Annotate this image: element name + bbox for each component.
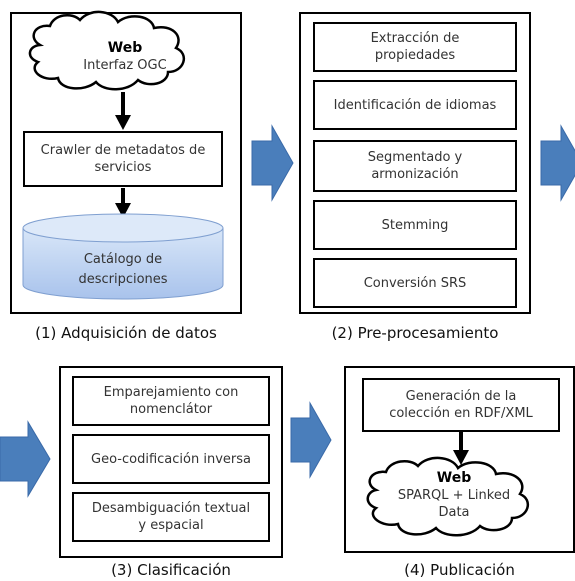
step-gazetteer-matching-line-2: nomenclátor xyxy=(129,402,213,417)
step-language-identification-label: Identificación de idiomas xyxy=(333,97,497,113)
web-cloud: Web Interfaz OGC xyxy=(60,40,190,74)
rdf-generation-line-1: Generación de la xyxy=(405,389,517,404)
rdf-generation-box: Generación de la colección en RDF/XML xyxy=(362,378,560,432)
step-language-identification: Identificación de idiomas xyxy=(313,80,517,130)
caption-publication: (4) Publicación xyxy=(404,561,515,579)
step-segmentation: Segmentado y armonización xyxy=(313,140,517,192)
sparql-cloud: Web SPARQL + Linked Data xyxy=(386,470,522,521)
catalog-cylinder-shape xyxy=(22,227,224,300)
rdf-generation-line-2: colección en RDF/XML xyxy=(389,406,533,421)
step-srs-conversion-label: Conversión SRS xyxy=(363,275,467,291)
step-disambiguation: Desambiguación textual y espacial xyxy=(72,492,270,542)
step-disambiguation-line-2: y espacial xyxy=(138,518,204,533)
step-stemming: Stemming xyxy=(313,200,517,250)
step-reverse-geocoding-label: Geo-codificación inversa xyxy=(91,451,251,467)
caption-preprocessing: (2) Pre-procesamiento xyxy=(331,324,499,342)
crawler-line-1: Crawler de metadatos de xyxy=(40,143,206,158)
catalog-line-1: Catálogo de xyxy=(83,252,163,267)
caption-data-acquisition: (1) Adquisición de datos xyxy=(35,324,217,342)
step-srs-conversion: Conversión SRS xyxy=(313,258,517,308)
step-property-extraction: Extracción de propiedades xyxy=(313,22,517,72)
crawler-line-2: servicios xyxy=(94,160,152,175)
crawler-box: Crawler de metadatos de servicios xyxy=(23,131,223,187)
caption-classification: (3) Clasificación xyxy=(111,561,231,579)
web-cloud-title: Web xyxy=(107,40,143,56)
sparql-cloud-line-2: Data xyxy=(438,505,470,520)
step-disambiguation-line-1: Desambiguación textual xyxy=(91,501,251,516)
sparql-cloud-title: Web xyxy=(436,470,472,486)
catalog-cylinder: Catálogo de descripciones xyxy=(23,250,223,290)
catalog-line-2: descripciones xyxy=(78,272,168,287)
web-cloud-subtitle: Interfaz OGC xyxy=(83,58,167,73)
step-stemming-label: Stemming xyxy=(381,217,449,233)
step-property-extraction-line-2: propiedades xyxy=(374,48,456,63)
step-segmentation-line-1: Segmentado y xyxy=(367,150,463,165)
step-property-extraction-line-1: Extracción de xyxy=(370,31,460,46)
web-cloud-shape xyxy=(28,10,186,91)
sparql-cloud-shape xyxy=(366,456,530,537)
sparql-cloud-line-1: SPARQL + Linked xyxy=(397,488,511,503)
step-segmentation-line-2: armonización xyxy=(371,167,459,182)
step-gazetteer-matching-line-1: Emparejamiento con xyxy=(103,385,239,400)
step-reverse-geocoding: Geo-codificación inversa xyxy=(72,434,270,484)
step-gazetteer-matching: Emparejamiento con nomenclátor xyxy=(72,376,270,426)
